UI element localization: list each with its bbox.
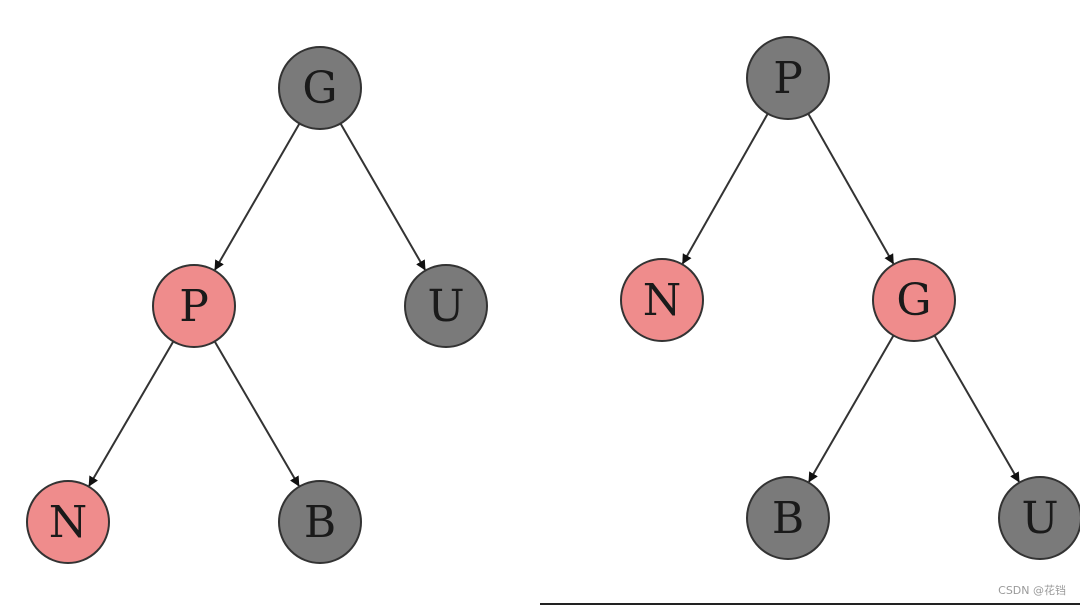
node-label: P xyxy=(179,281,209,332)
edge-g-to-b xyxy=(808,334,895,483)
node-circle-black xyxy=(278,46,362,130)
node-label: G xyxy=(896,275,931,326)
node-circle-red xyxy=(872,258,956,342)
edge-p-to-n xyxy=(681,113,769,265)
edge-p-to-b xyxy=(213,340,300,487)
node-g: G xyxy=(278,46,362,130)
tree-after-rotation: P N G B U xyxy=(620,36,1080,560)
node-g: G xyxy=(872,258,956,342)
node-label: U xyxy=(1021,493,1058,544)
bottom-divider-line xyxy=(540,603,1080,605)
node-label: N xyxy=(49,497,88,548)
node-b: B xyxy=(746,476,830,560)
node-label: B xyxy=(304,497,336,548)
node-circle-black xyxy=(278,480,362,564)
node-circle-red xyxy=(152,264,236,348)
node-b: B xyxy=(278,480,362,564)
node-p: P xyxy=(746,36,830,120)
node-circle-black xyxy=(746,476,830,560)
node-circle-black xyxy=(404,264,488,348)
node-circle-red xyxy=(26,480,110,564)
node-circle-black xyxy=(746,36,830,120)
watermark-text: CSDN @花铛 xyxy=(998,584,1066,597)
node-u: U xyxy=(404,264,488,348)
edge-p-to-g xyxy=(807,113,895,265)
edge-g-to-u xyxy=(339,122,426,271)
node-u: U xyxy=(998,476,1080,560)
node-label: B xyxy=(772,493,804,544)
edge-g-to-p xyxy=(214,122,301,271)
node-label: P xyxy=(773,53,803,104)
tree-before-rotation: G P U N B xyxy=(26,46,488,564)
node-circle-black xyxy=(998,476,1080,560)
edge-p-to-n xyxy=(88,340,175,487)
node-p: P xyxy=(152,264,236,348)
node-n: N xyxy=(620,258,704,342)
edge-g-to-u xyxy=(933,334,1020,483)
node-label: N xyxy=(643,275,682,326)
node-circle-red xyxy=(620,258,704,342)
node-n: N xyxy=(26,480,110,564)
node-label: G xyxy=(302,63,337,114)
node-label: U xyxy=(427,281,464,332)
